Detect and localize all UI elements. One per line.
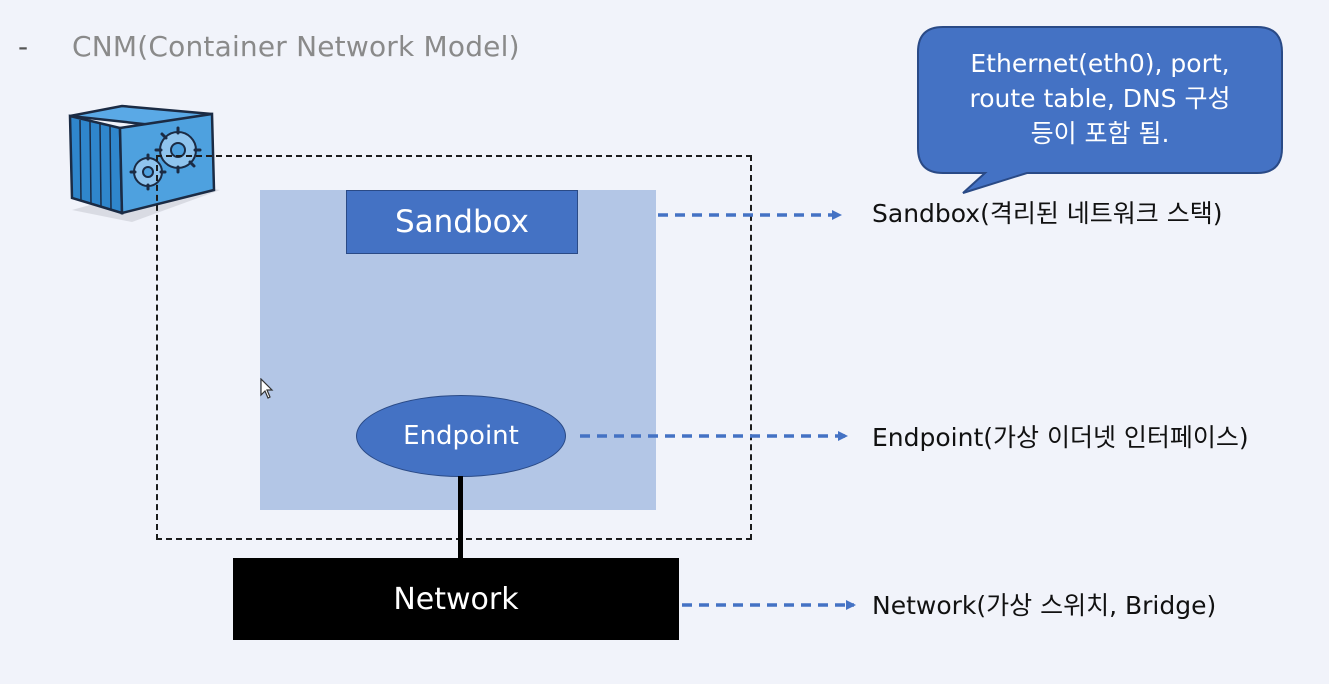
callout-line: Ethernet(eth0), port, (970, 49, 1230, 78)
callout-bubble (917, 26, 1283, 194)
callout-line: route table, DNS 구성 (969, 84, 1231, 113)
container-gears-icon (68, 104, 220, 222)
endpoint-description: Endpoint(가상 이더넷 인터페이스) (872, 423, 1249, 452)
network-box: Network (233, 558, 679, 640)
slide-title: CNM(Container Network Model) (72, 30, 520, 63)
sandbox-description: Sandbox(격리된 네트워크 스택) (872, 199, 1223, 228)
callout-text: Ethernet(eth0), port, route table, DNS 구… (925, 46, 1275, 151)
title-bullet: - (18, 30, 29, 63)
sandbox-box: Sandbox (346, 190, 578, 254)
callout-line: 등이 포함 됨. (1030, 119, 1170, 148)
network-description: Network(가상 스위치, Bridge) (872, 591, 1217, 620)
endpoint-ellipse: Endpoint (356, 395, 566, 477)
mouse-cursor-icon (260, 378, 274, 399)
container-boundary (156, 155, 752, 540)
endpoint-network-connector (458, 476, 463, 560)
